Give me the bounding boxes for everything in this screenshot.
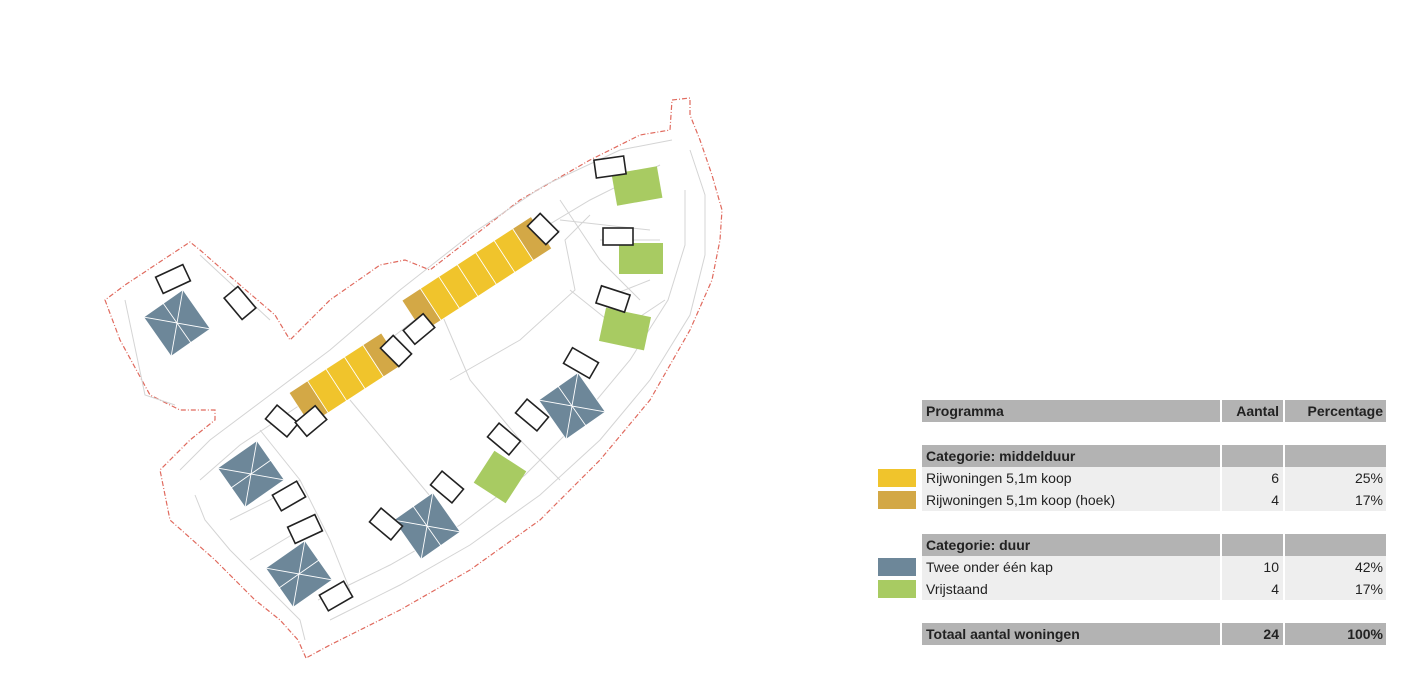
header-count: Aantal bbox=[1220, 400, 1283, 422]
header-percentage: Percentage bbox=[1283, 400, 1386, 422]
total-row: Totaal aantal woningen 24 100% bbox=[878, 623, 1393, 645]
semi-detached-house bbox=[216, 439, 286, 509]
row-label: Vrijstaand bbox=[922, 578, 1220, 600]
category-row: Categorie: middelduur bbox=[878, 445, 1393, 467]
detached-house bbox=[611, 166, 663, 206]
sheds bbox=[154, 155, 634, 612]
row-label: Rijwoningen 5,1m koop bbox=[922, 467, 1220, 489]
semi-detached-houses bbox=[142, 288, 607, 609]
category-title: Categorie: middelduur bbox=[922, 445, 1220, 467]
row-label: Rijwoningen 5,1m koop (hoek) bbox=[922, 489, 1220, 511]
row-count: 4 bbox=[1220, 578, 1283, 600]
site-plan bbox=[104, 97, 723, 659]
semi-detached-house bbox=[142, 288, 212, 358]
legend-swatch bbox=[878, 491, 916, 509]
legend-swatch bbox=[878, 558, 916, 576]
detached-houses bbox=[473, 166, 663, 504]
row-houses-upper bbox=[401, 216, 553, 333]
plan-boundary bbox=[104, 97, 723, 659]
total-count: 24 bbox=[1220, 623, 1283, 645]
category-title: Categorie: duur bbox=[922, 534, 1220, 556]
table-row: Rijwoningen 5,1m koop (hoek) 4 17% bbox=[878, 489, 1393, 511]
legend-swatch bbox=[878, 580, 916, 598]
detached-house bbox=[473, 450, 527, 504]
row-percentage: 17% bbox=[1283, 489, 1386, 511]
row-percentage: 42% bbox=[1283, 556, 1386, 578]
detached-house bbox=[598, 307, 652, 351]
category-row: Categorie: duur bbox=[878, 534, 1393, 556]
total-percentage: 100% bbox=[1283, 623, 1386, 645]
row-count: 6 bbox=[1220, 467, 1283, 489]
row-percentage: 17% bbox=[1283, 578, 1386, 600]
total-label: Totaal aantal woningen bbox=[922, 623, 1220, 645]
row-count: 10 bbox=[1220, 556, 1283, 578]
detached-house bbox=[619, 243, 663, 274]
row-houses-lower bbox=[288, 332, 403, 426]
row-percentage: 25% bbox=[1283, 467, 1386, 489]
table-header: Programma Aantal Percentage bbox=[878, 400, 1393, 422]
table-row: Rijwoningen 5,1m koop 6 25% bbox=[878, 467, 1393, 489]
legend-swatch bbox=[878, 469, 916, 487]
header-program: Programma bbox=[922, 400, 1220, 422]
table-row: Twee onder één kap 10 42% bbox=[878, 556, 1393, 578]
semi-detached-house bbox=[264, 539, 334, 609]
semi-detached-house bbox=[392, 491, 462, 561]
semi-detached-house bbox=[537, 371, 607, 441]
plot-lines bbox=[124, 139, 706, 641]
row-label: Twee onder één kap bbox=[922, 556, 1220, 578]
program-table: Programma Aantal Percentage Categorie: m… bbox=[878, 400, 1393, 645]
row-count: 4 bbox=[1220, 489, 1283, 511]
table-row: Vrijstaand 4 17% bbox=[878, 578, 1393, 600]
